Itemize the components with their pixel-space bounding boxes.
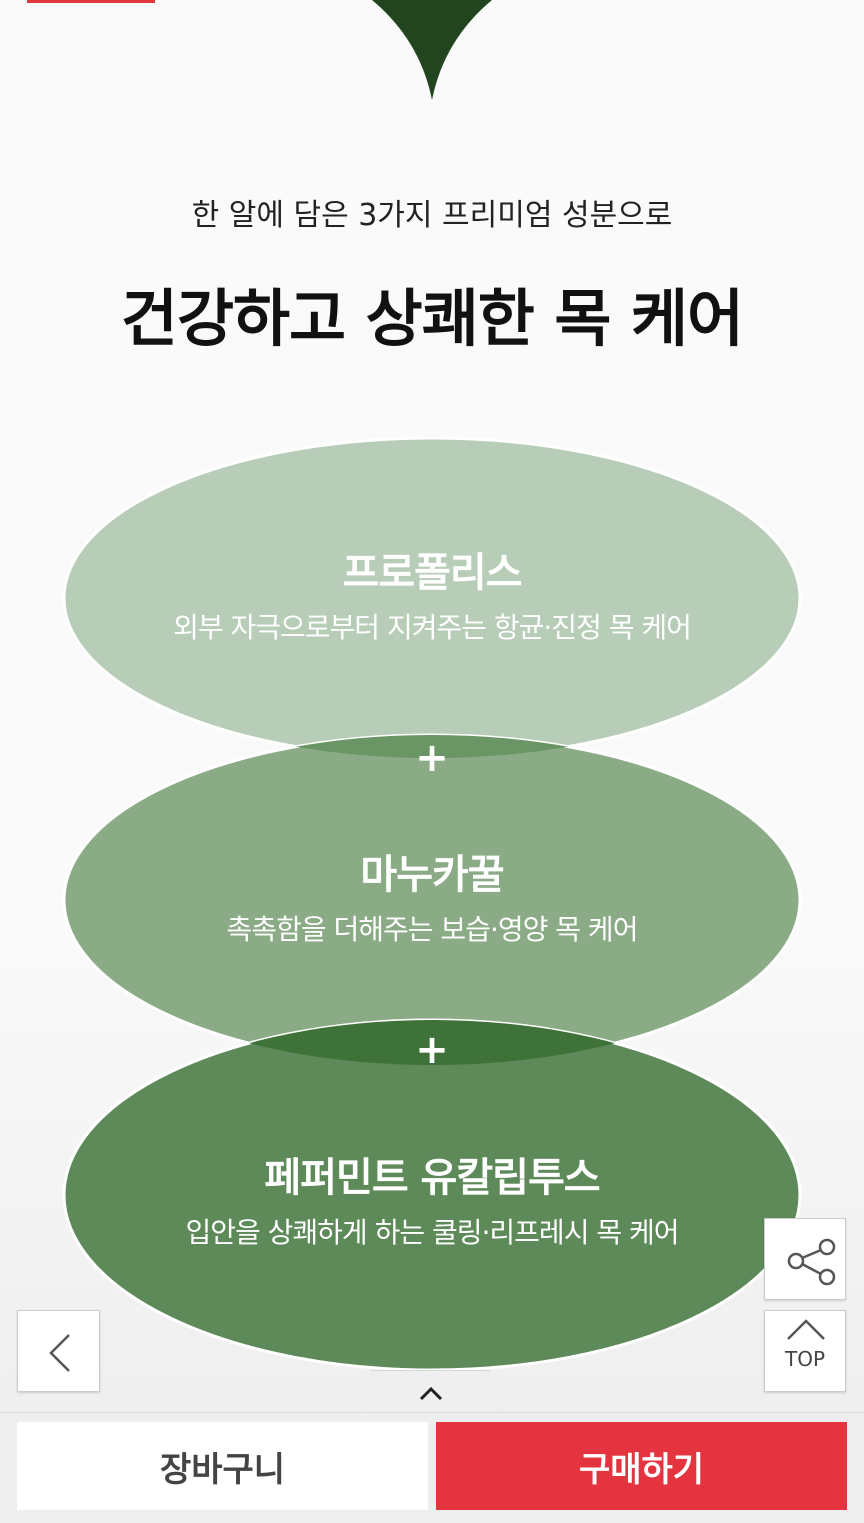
ingredient-propolis: 프로폴리스 외부 자극으로부터 지켜주는 항균·진정 목 케어 (0, 540, 864, 646)
ingredient-desc: 입안을 상쾌하게 하는 쿨링·리프레시 목 케어 (185, 1216, 679, 1249)
section-title: 건강하고 상쾌한 목 케어 (120, 282, 744, 355)
share-button[interactable] (764, 1218, 846, 1300)
chevron-up-icon (787, 1319, 825, 1340)
ingredient-diagram (62, 436, 802, 1372)
share-icon (787, 1238, 836, 1286)
back-button[interactable] (17, 1310, 100, 1392)
chevron-up-icon (419, 1386, 443, 1401)
bottom-sheet-handle[interactable] (362, 1370, 498, 1414)
cart-button[interactable]: 장바구니 (17, 1422, 428, 1510)
buy-button[interactable]: 구매하기 (436, 1422, 847, 1510)
scroll-top-button[interactable]: TOP (764, 1310, 846, 1392)
ingredient-peppermint: 페퍼민트 유칼립투스 입안을 상쾌하게 하는 쿨링·리프레시 목 케어 (0, 1145, 864, 1251)
top-label: TOP (784, 1347, 826, 1371)
ingredient-name: 마누카꿀 (360, 852, 504, 898)
ingredient-manuka: 마누카꿀 촉촉함을 더해주는 보습·영양 목 케어 (0, 842, 864, 948)
leaf-drop-graphic (372, 0, 492, 100)
ingredient-desc: 외부 자극으로부터 지켜주는 항균·진정 목 케어 (173, 611, 692, 644)
chevron-left-icon (49, 1334, 70, 1372)
plus-sign: + (415, 1027, 449, 1073)
top-tab-indicator (27, 0, 155, 3)
section-subtitle: 한 알에 담은 3가지 프리미엄 성분으로 (191, 198, 673, 233)
ingredient-name: 페퍼민트 유칼립투스 (264, 1155, 600, 1201)
ingredient-desc: 촉촉함을 더해주는 보습·영양 목 케어 (226, 913, 639, 946)
bottom-action-bar: 장바구니 구매하기 (0, 1412, 864, 1523)
plus-sign: + (415, 735, 449, 781)
ingredient-name: 프로폴리스 (342, 550, 523, 596)
